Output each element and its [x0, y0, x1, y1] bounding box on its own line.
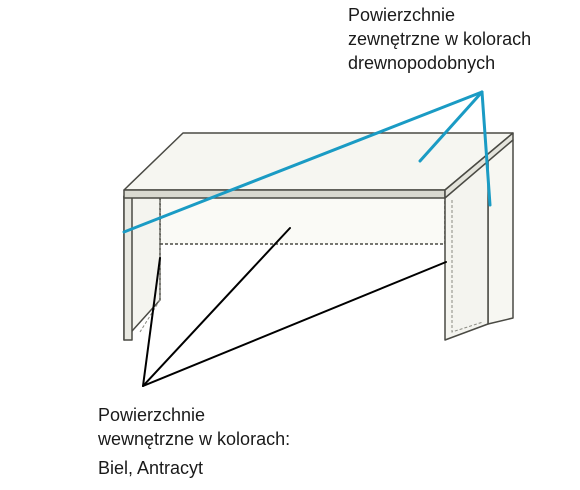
inner-surface-label: Powierzchnie wewnętrzne w kolorach: Biel…	[98, 403, 290, 480]
outer-pointer-front-edge	[122, 90, 484, 234]
desk-left-leg-edge	[123, 195, 133, 341]
outer-label-line-2: zewnętrzne w kolorach	[348, 29, 532, 49]
outer-surface-pointers	[122, 90, 492, 234]
inner-label-line-3: Biel, Antracyt	[98, 458, 204, 478]
outer-surface-label: Powierzchnie zewnętrzne w kolorach drewn…	[348, 3, 531, 75]
inner-pointer-right-leg	[142, 261, 447, 387]
right-leg-inner-outline	[451, 200, 484, 333]
outer-label-line-3: drewnopodobnych	[348, 53, 496, 73]
desk-top-front-edge	[123, 189, 446, 199]
desk-modesty-panel	[159, 195, 446, 245]
outer-label-line-1: Powierzchnie	[348, 5, 456, 25]
leg-inner-outlines	[139, 200, 484, 333]
inner-surface-pointers	[142, 227, 447, 387]
inner-pointer-modesty-panel	[142, 227, 291, 387]
left-leg-inner-outline	[139, 200, 161, 333]
inner-pointer-left-leg	[142, 257, 161, 387]
inner-label-line-2: wewnętrzne w kolorach:	[98, 429, 291, 449]
desk-top-side-edge	[444, 132, 514, 199]
outer-pointer-side	[480, 90, 492, 207]
outer-pointer-top	[418, 90, 484, 163]
inner-label-line-1: Powierzchnie	[98, 405, 206, 425]
desk	[123, 132, 514, 341]
desk-back-right-panel	[487, 139, 514, 325]
